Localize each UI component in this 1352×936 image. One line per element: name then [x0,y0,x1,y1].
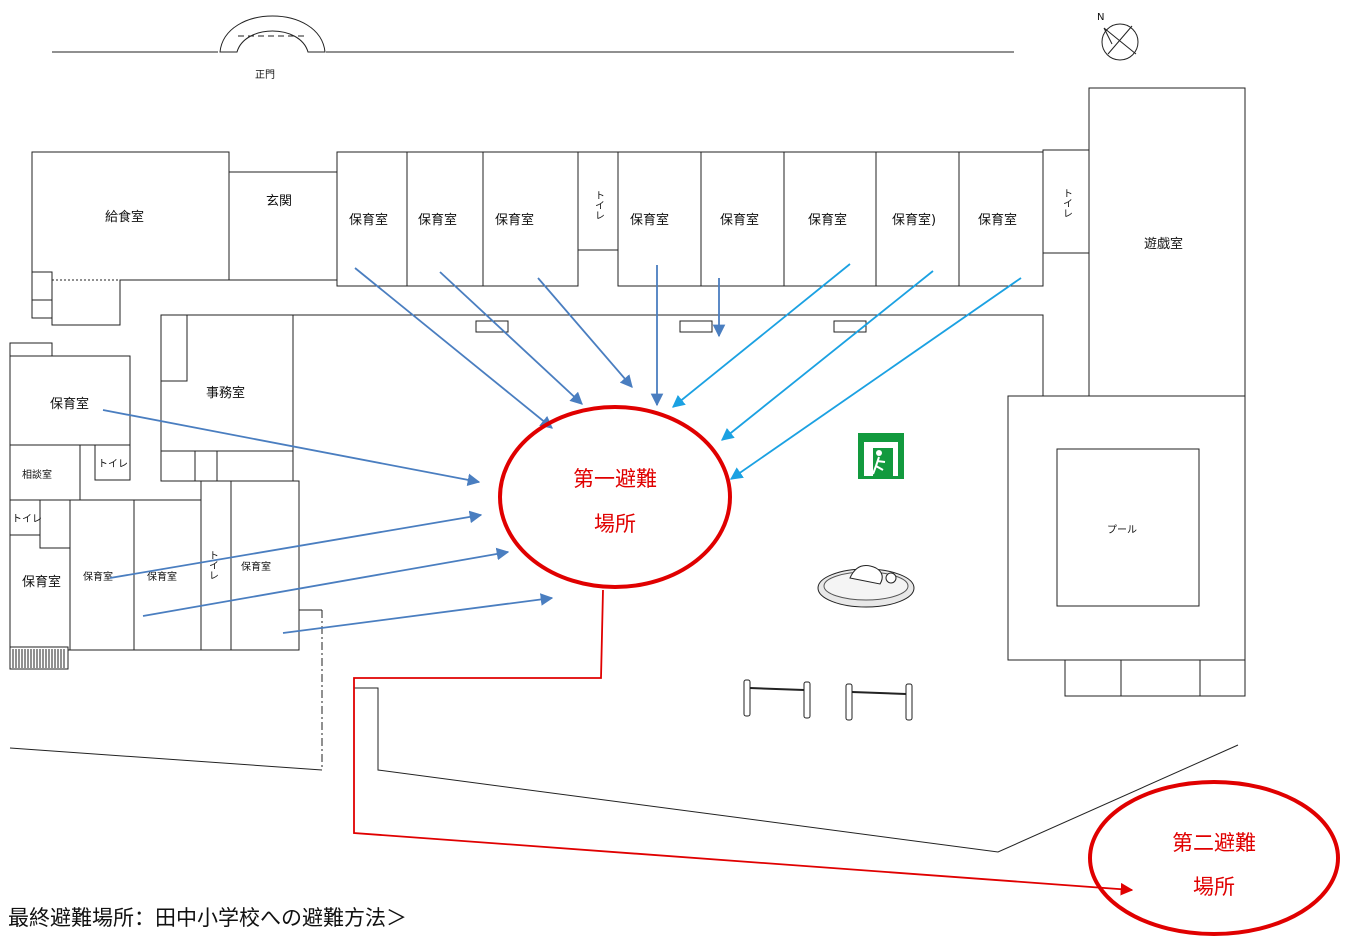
toilet-left-label-2: トイレ [12,514,42,525]
nursery-label-1: 保育室 [349,212,388,228]
toilet-left-label-3: トイレ [207,550,219,580]
nursery-label-8: 保育室 [978,212,1017,228]
first-site-label-line2: 場所 [594,512,636,536]
final-evacuation-note: 最終避難場所：田中小学校への避難方法＞ [8,906,407,930]
nursery-label-6: 保育室 [808,212,847,228]
nursery-label-4: 保育室 [630,212,669,228]
route-to-second-site [353,589,1134,896]
playroom-label: 遊戯室 [1144,236,1183,252]
compass-icon: N [1097,12,1139,61]
corridor [161,314,1044,396]
toilet-label-top-1: トイレ [593,190,605,220]
north-label: N [1097,12,1104,23]
evacuation-arrows-dark [102,265,726,634]
second-site-label-line1: 第二避難 [1172,831,1256,855]
first-evacuation-site: 第一避難 場所 [498,405,732,589]
nursery-left-label-4: 保育室 [147,570,177,583]
toilet-label-top-2: トイレ [1061,188,1073,218]
nursery-left-label-2: 保育室 [22,574,61,590]
playroom: 遊戯室 [1088,87,1246,397]
horizontal-bar-icon [743,679,913,721]
emergency-exit-icon [858,433,904,479]
second-evacuation-site: 第二避難 場所 [1088,780,1340,936]
consult-room-label: 相談室 [22,468,52,481]
first-site-label-line1: 第一避難 [573,467,657,491]
pool-block: プール [1007,395,1246,697]
nursery-label-5: 保育室 [720,212,759,228]
main-gate-label: 正門 [255,69,275,81]
sandbox-icon [817,565,915,608]
office-label: 事務室 [206,385,245,401]
nursery-label-2: 保育室 [418,212,457,228]
pool-label: プール [1107,524,1137,536]
toilet-left-label-1: トイレ [98,459,128,470]
kitchen-label: 給食室 [105,209,144,225]
top-rooms: 保育室 保育室 保育室 トイレ 保育室 保育室 保育室 保育室) 保育室 トイレ [336,149,1090,287]
kitchen-block: 給食室 玄関 [31,151,337,326]
second-site-label-line2: 場所 [1193,875,1235,899]
nursery-label-7: 保育室) [892,212,936,228]
left-wing: 保育室 相談室 トイレ トイレ 保育室 保育室 保育室 トイレ 保育室 [9,342,322,670]
nursery-left-label-3: 保育室 [83,570,113,583]
main-gate-area: 正門 [52,15,1014,81]
ground-boundaries [9,610,1239,853]
nursery-left-label-5: 保育室 [241,560,271,573]
nursery-label-3: 保育室 [495,212,534,228]
nursery-left-label-1: 保育室 [50,396,89,412]
entrance-label: 玄関 [266,194,292,209]
office: 事務室 [160,314,294,482]
evacuation-arrows-light [672,263,1022,480]
